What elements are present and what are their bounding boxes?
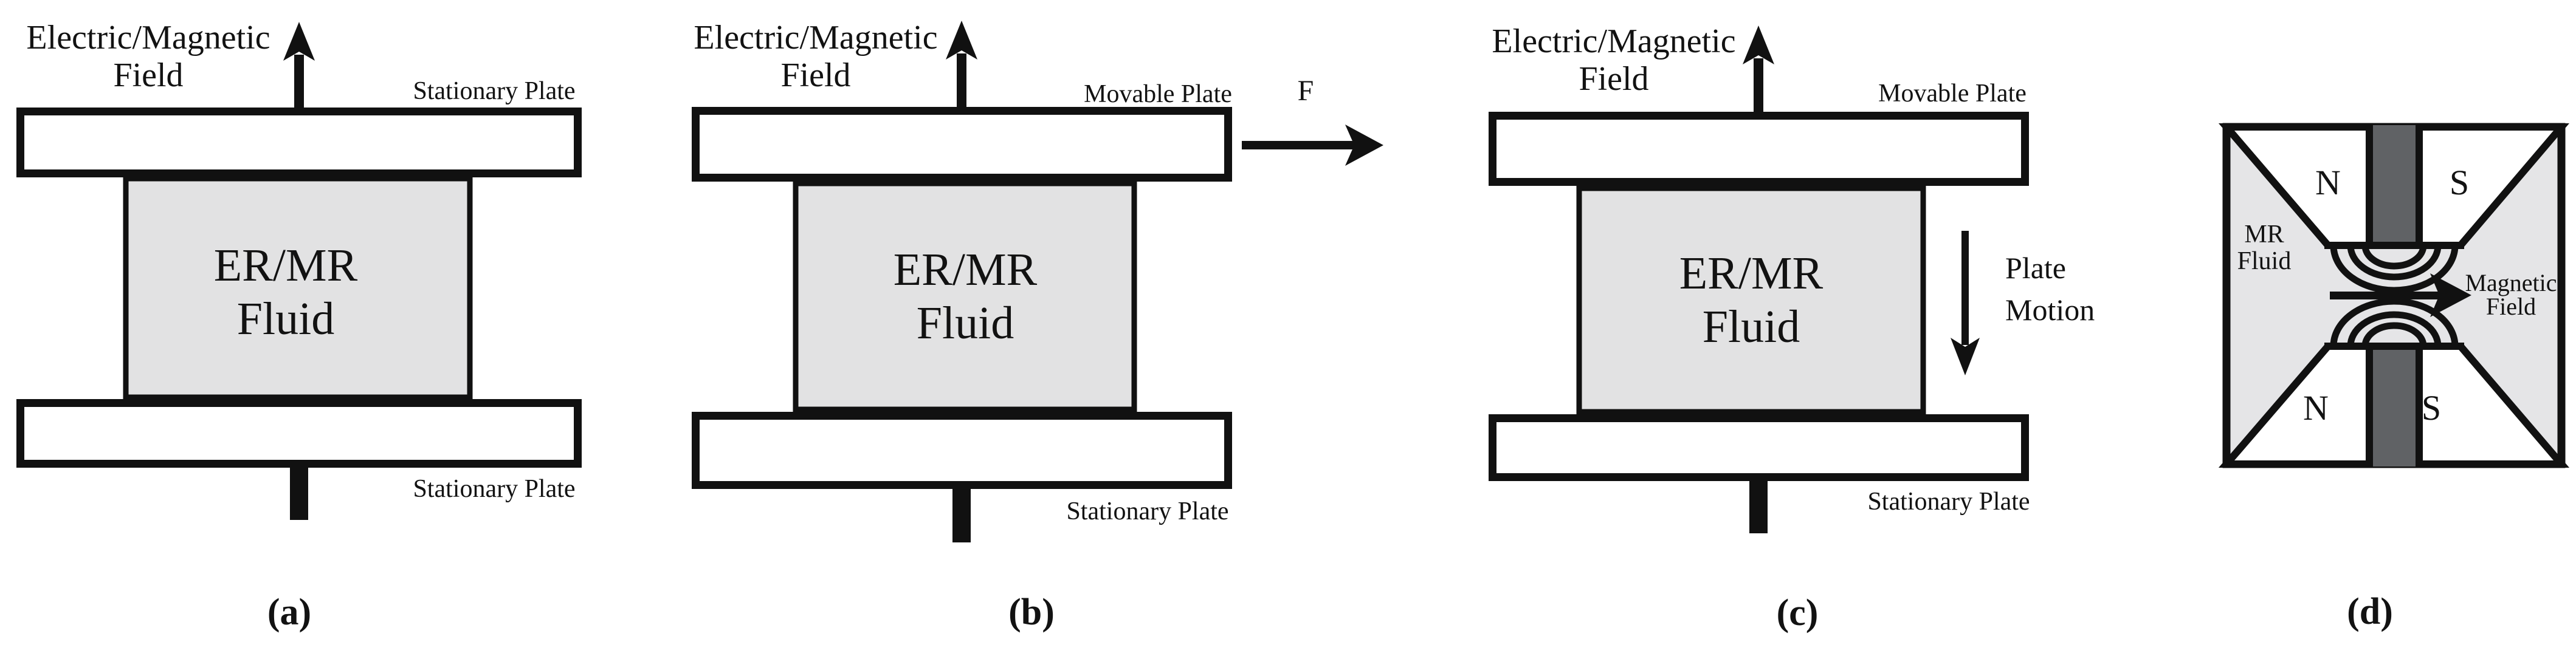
- field-label-line1: Electric/Magnetic: [694, 19, 938, 56]
- arrow-shaft: [957, 53, 966, 111]
- plate-motion-arrow-down-icon: [1951, 231, 1980, 375]
- field-arrow-up-icon: [946, 21, 977, 111]
- flux-arc: [2347, 311, 2442, 347]
- arrow-shaft: [1754, 58, 1763, 115]
- arrow-shaft: [1961, 231, 1969, 345]
- panel-caption: (c): [1776, 592, 1819, 634]
- pole-label-n-bottom-left: N: [2303, 388, 2329, 428]
- arrow-head: [1345, 125, 1383, 166]
- pole-core-top: [2371, 125, 2417, 249]
- field-label-line1: Electric/Magnetic: [1492, 22, 1736, 60]
- fluid-label-line2: Fluid: [236, 293, 335, 344]
- arrow-shaft: [2330, 292, 2439, 299]
- panel-caption: (b): [1008, 592, 1055, 633]
- force-label: F: [1297, 75, 1314, 107]
- top-plate-label: Stationary Plate: [413, 77, 576, 105]
- field-label-line2: Field: [780, 56, 851, 94]
- bottom-plate-label: Stationary Plate: [413, 475, 576, 503]
- panel-caption: (a): [267, 592, 312, 633]
- field-arrow-up-icon: [283, 22, 315, 112]
- motion-label-line1: Plate: [2005, 251, 2066, 285]
- bottom-plate-label: Stationary Plate: [1867, 488, 2030, 516]
- pole-core-bottom: [2371, 343, 2417, 466]
- top-plate-label: Movable Plate: [1084, 80, 1232, 108]
- panel-c-shapes: [1489, 26, 2029, 533]
- top-plate: [1489, 112, 2029, 186]
- flux-arc: [2347, 245, 2442, 281]
- panel-a-shapes: [16, 22, 582, 520]
- panel-b-shapes: [692, 21, 1383, 542]
- flux-arc: [2361, 322, 2427, 347]
- panel-d-shapes: [2218, 123, 2570, 468]
- fluid-box: [793, 180, 1137, 412]
- field-label-line2: Field: [113, 56, 184, 94]
- field-arrow-up-icon: [1743, 26, 1774, 115]
- flux-arc: [2330, 298, 2459, 347]
- fluid-label-line1: ER/MR: [1679, 248, 1824, 299]
- field-label-line1: Electric/Magnetic: [26, 19, 270, 56]
- top-plate: [16, 108, 582, 177]
- bottom-plate: [692, 412, 1232, 489]
- arrow-head: [1951, 338, 1980, 375]
- fluid-box: [1576, 185, 1926, 415]
- arrow-shaft: [294, 55, 304, 112]
- pole-gap-edge-top: [2324, 242, 2464, 249]
- arrow-head: [2430, 273, 2471, 317]
- pole-gap-edge-bottom: [2324, 343, 2464, 350]
- force-arrow-right-icon: [1242, 125, 1383, 166]
- flux-arcs: [2330, 245, 2459, 347]
- electrode-lead: [1749, 477, 1768, 533]
- arrow-head: [283, 22, 315, 61]
- top-plate: [692, 107, 1232, 182]
- bottom-plate-label: Stationary Plate: [1066, 497, 1229, 525]
- mr-fluid-label-line1: MR: [2244, 220, 2284, 248]
- pole-label-n-top-left: N: [2315, 163, 2341, 202]
- panel-caption: (d): [2347, 591, 2393, 632]
- magnetic-field-label-line1: Magnetic: [2465, 269, 2557, 296]
- fluid-label-line2: Fluid: [916, 298, 1014, 349]
- fluid-box: [123, 176, 473, 400]
- motion-label-line2: Motion: [2005, 293, 2095, 327]
- arrow-shaft: [1242, 141, 1355, 149]
- bottom-plate: [1489, 414, 2029, 481]
- arrow-head: [1743, 26, 1774, 64]
- field-label-line2: Field: [1579, 60, 1649, 98]
- bottom-plate: [16, 399, 582, 468]
- fluid-label-line2: Fluid: [1702, 301, 1800, 352]
- flux-arc: [2330, 245, 2459, 294]
- pole-label-s-top-right: S: [2449, 163, 2470, 202]
- fluid-label-line1: ER/MR: [893, 244, 1038, 295]
- arrow-head: [946, 21, 977, 60]
- top-plate-label: Movable Plate: [1878, 80, 2027, 108]
- electrode-lead: [290, 464, 308, 520]
- magnetic-field-arrow-right-icon: [2330, 273, 2471, 317]
- flux-arc: [2361, 245, 2427, 270]
- pole-label-s-bottom-right: S: [2421, 388, 2442, 428]
- mr-fluid-label-line2: Fluid: [2237, 247, 2292, 275]
- magnetic-field-label-line2: Field: [2485, 293, 2536, 320]
- fluid-label-line1: ER/MR: [213, 240, 358, 291]
- electrode-lead: [952, 485, 971, 542]
